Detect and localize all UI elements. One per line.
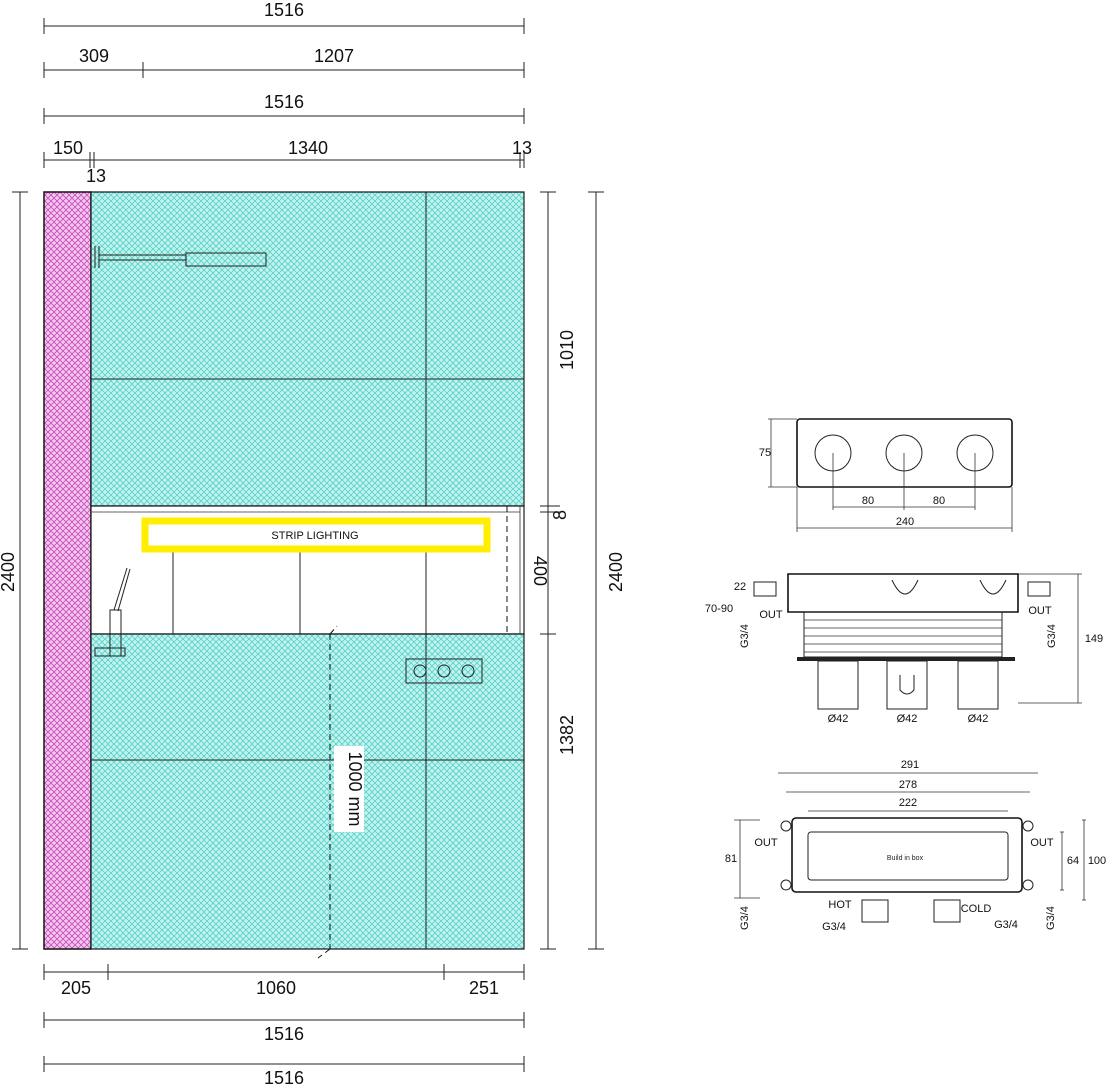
- box-mid-width: 278: [899, 779, 917, 791]
- box-left-thread: G3/4: [739, 906, 751, 930]
- side-dimensions: 2400 1010 8 400 1382 2400: [0, 191, 626, 950]
- box-inner-width: 222: [899, 797, 917, 809]
- top-dim-overall-1: 1516: [264, 0, 304, 20]
- box-cold-thread: G3/4: [994, 919, 1018, 931]
- hand-shower: [94, 567, 131, 657]
- box-right-inner: 64: [1067, 855, 1079, 867]
- box-hot: HOT: [828, 899, 852, 911]
- box-right-outer: 100: [1088, 855, 1106, 867]
- side-right-out-arrow: [1027, 581, 1051, 597]
- top-dim-wall: 150: [53, 138, 83, 158]
- lower-zone-dim: 1382: [557, 715, 577, 755]
- left-height-dim: 2400: [0, 552, 18, 592]
- box-label: Build in box: [887, 855, 924, 862]
- bottom-dimensions: 205 1060 251 1516 1516: [43, 964, 525, 1088]
- niche-zone: [90, 505, 525, 635]
- side-left-out-arrow: [753, 581, 777, 597]
- side-depth-dim: 70-90: [705, 603, 733, 615]
- box-hot-thread: G3/4: [822, 921, 846, 933]
- faceplate-spacing-2: 80: [933, 495, 945, 507]
- top-dim-overall-2: 1516: [264, 92, 304, 112]
- side-left-thread: G3/4: [739, 624, 751, 648]
- wall-elevation: STRIP LIGHTING 1000 mm: [43, 191, 525, 959]
- side-top-dim: 22: [734, 581, 746, 593]
- strip-lighting: [141, 517, 491, 553]
- bottom-dim-overall-2: 1516: [264, 1068, 304, 1088]
- bottom-dim-overall-1: 1516: [264, 1024, 304, 1044]
- side-dia-3: Ø42: [968, 713, 989, 725]
- strip-lighting-label: STRIP LIGHTING: [271, 530, 358, 542]
- height-marker-box: [334, 746, 364, 832]
- valve-side-view: OUT OUT G3/4 G3/4 22 70-90 149 Ø42 Ø42 Ø…: [705, 573, 1103, 725]
- faceplate-width-dim: 240: [896, 516, 914, 528]
- lower-tile-zone: [90, 633, 525, 950]
- overhead-shower-arm: [94, 246, 267, 268]
- top-dim-left-segment: 309: [79, 46, 109, 66]
- niche-dim: 400: [530, 556, 550, 586]
- gap-dim: 8: [550, 510, 570, 520]
- side-right-thread: G3/4: [1046, 624, 1058, 648]
- top-dimensions: 1516 309 1207 1516 150 1340 13 13: [43, 0, 532, 186]
- box-left-out: OUT: [754, 837, 778, 849]
- wall-section: [43, 191, 92, 950]
- faceplate-spacing-1: 80: [862, 495, 874, 507]
- side-right-out: OUT: [1028, 605, 1052, 617]
- right-height-dim: 2400: [606, 552, 626, 592]
- bottom-dim-middle: 1060: [256, 978, 296, 998]
- bottom-dim-left: 205: [61, 978, 91, 998]
- box-right-thread: G3/4: [1045, 906, 1057, 930]
- side-left-out: OUT: [759, 609, 783, 621]
- faceplate-height-dim: 75: [759, 447, 771, 459]
- mixer-faceplate-elevation: [405, 658, 483, 684]
- box-left-height: 81: [725, 853, 737, 865]
- box-right-out: OUT: [1030, 837, 1054, 849]
- side-dia-1: Ø42: [828, 713, 849, 725]
- box-cold: COLD: [961, 903, 992, 915]
- upper-zone-dim: 1010: [557, 330, 577, 370]
- top-dim-edge-right: 13: [512, 138, 532, 158]
- height-marker: 1000 mm: [345, 751, 365, 826]
- build-in-box-view: 291 278 222 Build in box OUT OUT 81 64 1…: [725, 759, 1106, 933]
- faceplate-front-view: 75 80 80 240: [759, 418, 1013, 532]
- top-dim-right-segment: 1207: [314, 46, 354, 66]
- top-dim-edge-left: 13: [86, 166, 106, 186]
- top-dim-tile-width: 1340: [288, 138, 328, 158]
- upper-tile-zone: [90, 191, 525, 507]
- bottom-dim-right: 251: [469, 978, 499, 998]
- side-height-dim: 149: [1085, 633, 1103, 645]
- box-outer-width: 291: [901, 759, 919, 771]
- side-dia-2: Ø42: [897, 713, 918, 725]
